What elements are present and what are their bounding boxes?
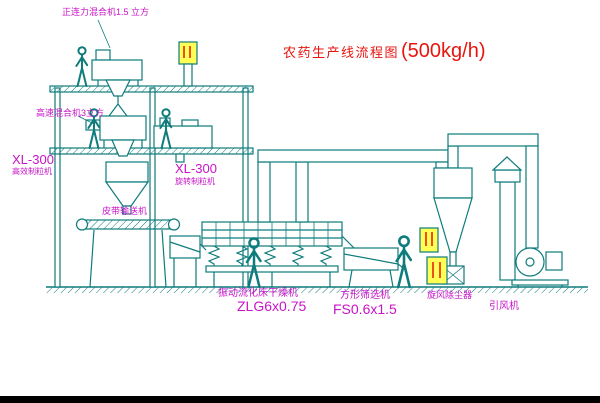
label-top-mixer: 正连力混合机1.5 立方 (62, 7, 150, 17)
building-frame (49, 85, 254, 288)
label-belt-conveyor: 皮带输送机 (102, 206, 148, 216)
control-cabinet-lower (426, 256, 448, 285)
control-cabinet-mid (419, 227, 439, 253)
title-text: 农药生产线流程图 (283, 45, 400, 60)
exhaust-duct (257, 149, 449, 223)
label-dryer-model: ZLG6x0.75 (237, 298, 307, 314)
label-cyclone: 旋风除尘器 (427, 290, 473, 300)
fluid-bed-dryer (201, 221, 343, 287)
induced-draft-fan (511, 247, 569, 287)
label-dryer-name: 振动流化床干燥机 (218, 288, 298, 299)
diagram-title: 农药生产线流程图 (500kg/h) (283, 40, 486, 63)
belt-conveyor (75, 218, 181, 288)
cyclone-separator (433, 133, 539, 285)
label-granulator-mid-model: XL-300 (175, 161, 217, 176)
label-induced-draft-fan: 引风机 (489, 301, 519, 312)
label-granulator-mid-name: 旋转制粒机 (175, 177, 215, 186)
label-high-speed-mixer: 高速混合机3立方 (36, 108, 105, 118)
control-cabinet-top (178, 41, 198, 87)
label-granulator-left-name: 高效制粒机 (12, 167, 52, 176)
title-capacity: (500kg/h) (401, 40, 486, 62)
hopper (104, 161, 150, 215)
label-granulator-left-model: XL-300 (12, 152, 54, 167)
ground-line (46, 286, 588, 293)
square-sieve (341, 235, 407, 288)
feed-sieve (169, 235, 207, 287)
person-figure (395, 235, 413, 289)
label-square-sieve-model: FS0.6x1.5 (333, 301, 397, 317)
exhaust-stack (491, 156, 523, 281)
person-figure (75, 46, 89, 88)
label-square-sieve-name: 方形筛选机 (340, 290, 390, 301)
high-speed-mixer (85, 115, 147, 157)
bottom-bar (0, 396, 600, 403)
top-mixer (91, 49, 143, 121)
